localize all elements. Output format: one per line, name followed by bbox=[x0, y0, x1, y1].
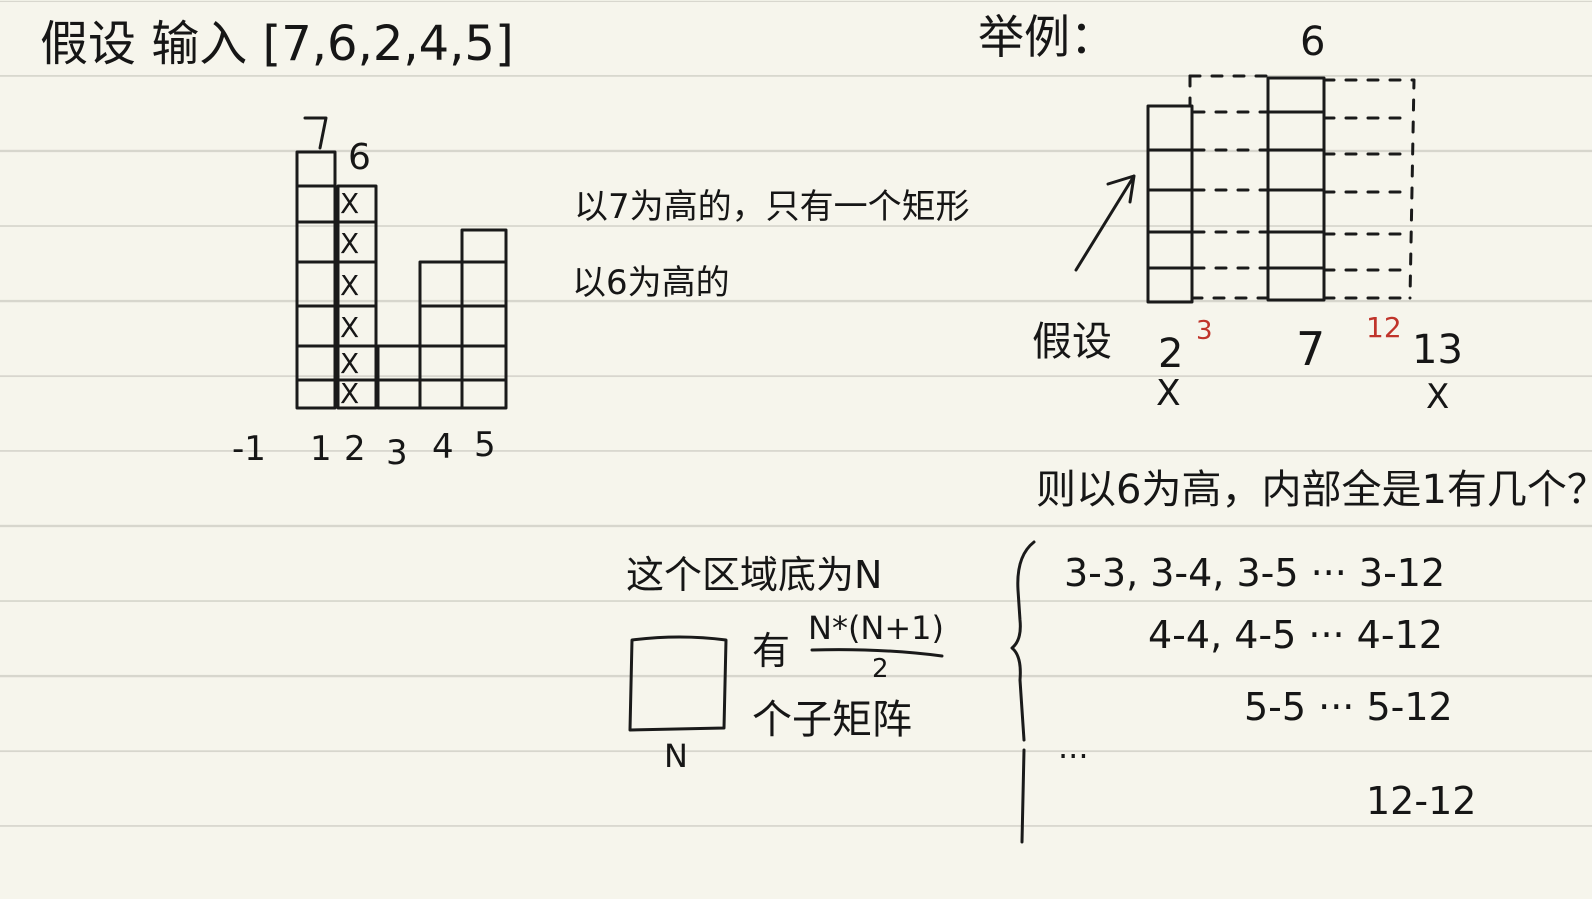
assume-label: 假设 bbox=[1032, 319, 1112, 365]
axis-label: -1 bbox=[232, 429, 266, 469]
cross-mark: X bbox=[340, 311, 360, 344]
index-label-7: 7 bbox=[1296, 322, 1326, 376]
list-row: 4-4, 4-5 ··· 4-12 bbox=[1148, 613, 1443, 657]
example-top-label: 6 bbox=[1300, 19, 1326, 65]
list-row: 3-3, 3-4, 3-5 ··· 3-12 bbox=[1064, 551, 1446, 595]
example-histogram bbox=[1074, 74, 1416, 304]
x-mark: X bbox=[1156, 373, 1181, 414]
bar-label-6: 6 bbox=[348, 137, 371, 178]
formula-line1: 这个区域底为N bbox=[626, 553, 883, 597]
x-mark: X bbox=[1426, 377, 1450, 417]
formula-have: 有 bbox=[752, 629, 791, 673]
axis-label: 5 bbox=[474, 425, 496, 465]
axis-label: 3 bbox=[386, 433, 408, 473]
axis-label: 2 bbox=[344, 429, 366, 469]
formula-denominator: 2 bbox=[872, 654, 889, 684]
cross-mark: X bbox=[340, 377, 360, 410]
left-heading: 假设 输入 [7,6,2,4,5] bbox=[40, 16, 514, 72]
index-label-red-12: 12 bbox=[1366, 311, 1402, 344]
formula-numerator: N*(N+1) bbox=[808, 609, 945, 647]
cross-mark: X bbox=[340, 269, 360, 302]
note-height-6: 以6为高的 bbox=[572, 263, 730, 303]
cross-mark: X bbox=[340, 227, 360, 260]
list-row: 12-12 bbox=[1366, 779, 1477, 823]
curly-brace bbox=[1010, 540, 1036, 844]
question-text: 则以6为高，内部全是1有几个？ bbox=[1036, 467, 1592, 513]
left-histogram bbox=[295, 116, 508, 410]
axis-label: 4 bbox=[432, 427, 454, 467]
list-row: ··· bbox=[1058, 737, 1089, 775]
cross-mark: X bbox=[340, 187, 360, 220]
example-heading: 举例： bbox=[978, 10, 1116, 64]
cross-mark: X bbox=[340, 347, 360, 380]
index-label-2: 2 bbox=[1158, 331, 1184, 377]
index-label-red-3: 3 bbox=[1196, 316, 1213, 346]
square-diagram bbox=[628, 635, 944, 732]
formula-line3: 个子矩阵 bbox=[752, 697, 912, 743]
list-row: 5-5 ··· 5-12 bbox=[1244, 685, 1453, 729]
square-n-label: N bbox=[664, 737, 688, 775]
index-label-13: 13 bbox=[1412, 327, 1463, 373]
note-height-7: 以7为高的，只有一个矩形 bbox=[574, 187, 970, 227]
axis-label: 1 bbox=[310, 429, 332, 469]
